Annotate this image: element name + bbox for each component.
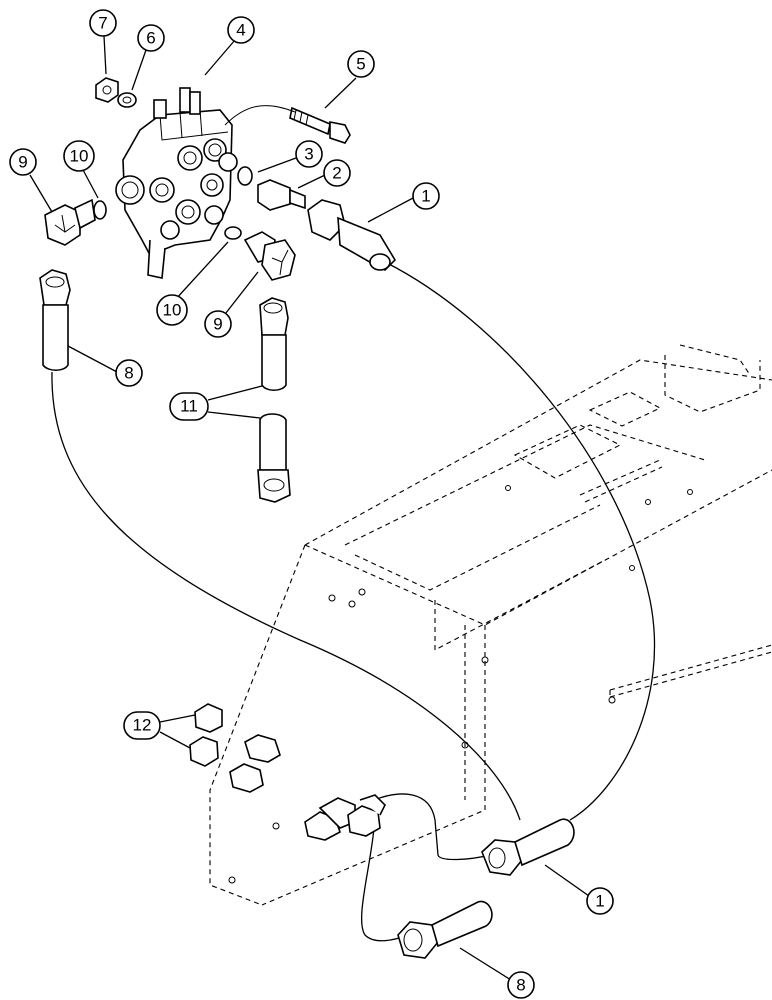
- callout-label: 4: [236, 21, 245, 40]
- elbow-9-left: [44, 198, 96, 246]
- nut-7: [95, 77, 119, 103]
- callout-label: 10: [163, 301, 182, 320]
- callout-label: 11: [180, 397, 198, 416]
- o-ring-3: [237, 166, 253, 186]
- fitting-2: [257, 179, 306, 211]
- cap-12-upper: [194, 703, 223, 733]
- callout-label: 6: [146, 29, 155, 48]
- callout-label: 5: [356, 55, 365, 74]
- hose-1-bottom: [481, 818, 575, 876]
- callout-9-left: 9: [9, 148, 37, 176]
- callout-label: 8: [124, 364, 133, 383]
- callout-2: 2: [323, 159, 351, 187]
- washer-6: [117, 92, 137, 108]
- tube-11-upper: [259, 297, 289, 392]
- control-valve: [115, 87, 238, 279]
- bolt-5: [289, 106, 351, 144]
- callout-10-bottom: 10: [156, 294, 188, 326]
- callout-6: 6: [137, 24, 165, 52]
- callout-1-top: 1: [412, 182, 440, 210]
- callout-8-left: 8: [115, 359, 143, 387]
- callout-5: 5: [347, 50, 375, 78]
- hose-1-top: [307, 199, 397, 271]
- callout-label: 9: [213, 315, 222, 334]
- callout-1-bottom: 1: [586, 887, 614, 915]
- o-ring-10-lower: [224, 226, 242, 240]
- callout-7: 7: [89, 9, 117, 37]
- callout-label: 2: [332, 164, 341, 183]
- o-ring-10-left: [93, 200, 107, 220]
- elbow-9-right: [243, 231, 296, 281]
- leader-lines: [29, 35, 590, 981]
- callout-label: 1: [595, 892, 604, 911]
- callout-label: 7: [98, 14, 107, 33]
- callout-label: 9: [18, 153, 27, 172]
- callout-12: 12: [123, 711, 161, 740]
- callout-11: 11: [169, 392, 209, 421]
- tube-11-lower: [257, 413, 291, 503]
- callout-label: 12: [133, 716, 152, 735]
- callout-8-bottom: 8: [507, 971, 535, 999]
- hose-lines: [51, 261, 656, 942]
- callout-4: 4: [227, 16, 255, 44]
- hose-8-bottom: [397, 900, 493, 959]
- hose-8-left: [39, 269, 71, 372]
- callout-label: 10: [70, 147, 89, 166]
- callout-label: 8: [516, 976, 525, 995]
- callout-3: 3: [295, 140, 323, 168]
- cap-12-lower: [189, 736, 219, 767]
- callout-label: 3: [304, 145, 313, 164]
- chassis-frame: [209, 344, 772, 906]
- callout-9-right: 9: [204, 310, 232, 338]
- bulkhead-fittings: [229, 734, 386, 841]
- callout-10-top: 10: [63, 140, 95, 172]
- callout-label: 1: [421, 187, 430, 206]
